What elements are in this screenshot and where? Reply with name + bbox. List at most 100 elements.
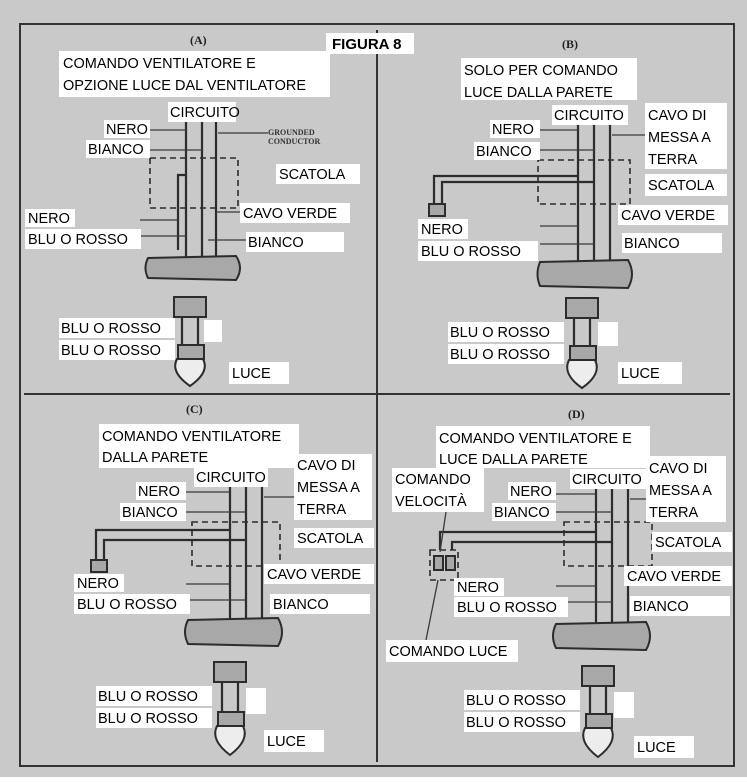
panel-a-caption-line1: COMANDO VENTILATORE E (63, 56, 256, 72)
panel-b-label-nero: NERO (492, 122, 534, 138)
figure-title-bg (326, 33, 414, 54)
panel-a-label-bg (168, 102, 236, 122)
panel-d-label-bg (630, 596, 730, 616)
panel-d-label-bg (646, 456, 726, 522)
panel-a-label-bg (59, 340, 175, 360)
panel-d-label-comando-line2: VELOCITÀ (395, 493, 467, 510)
panel-d-label-bg (492, 503, 556, 521)
panel-d-tag (614, 692, 634, 718)
panel-a-label-bg (25, 209, 75, 227)
panel-a-label-bg (86, 140, 150, 158)
panel-a-letter: (A) (190, 33, 207, 47)
panel-a-label-bg (229, 362, 289, 384)
panel-a: (A) COMANDO VENTILATORE E OPZIONE LUCE D… (25, 33, 360, 388)
panel-b-socket (569, 345, 597, 361)
panel-a-bulb (174, 358, 206, 388)
panel-d-label-bg (570, 469, 646, 489)
panel-c-label-scatola: SCATOLA (297, 531, 364, 547)
panel-c-label-circuito: CIRCUITO (196, 470, 266, 486)
panel-d-light-switch (445, 555, 456, 571)
panel-a-tag (204, 320, 222, 342)
outer-frame (19, 23, 735, 767)
panel-c-letter: (C) (186, 402, 203, 416)
panel-b-wire (440, 180, 594, 204)
panel-b-label-luce: LUCE (621, 366, 660, 382)
panel-b-label-bg (418, 219, 468, 239)
panel-c-junction-box (191, 521, 281, 567)
panel-d-label-cavo-di: CAVO DI (649, 461, 708, 477)
panel-d-label-light-2: BLU O ROSSO (466, 715, 566, 731)
panel-c-label-bg (294, 454, 372, 520)
panel-b-label-cavo-verde: CAVO VERDE (621, 208, 715, 224)
panel-d-junction-box (563, 521, 653, 567)
panel-d-label-nero-2: NERO (457, 580, 499, 596)
panel-b-label-bg (418, 241, 538, 261)
panel-b-label-bg (618, 205, 728, 225)
panel-a-label-circuito: CIRCUITO (170, 105, 240, 121)
panel-d-label-luce: LUCE (637, 740, 676, 756)
panel-c-caption-line1: COMANDO VENTILATORE (102, 429, 281, 445)
panel-b-label-blu-o-rosso: BLU O ROSSO (421, 244, 521, 260)
panel-d-label-cavo-verde: CAVO VERDE (627, 569, 721, 585)
panel-d-label-bg (464, 690, 580, 710)
panel-c-label-bg (194, 467, 268, 487)
panel-d-label-bg (652, 532, 732, 552)
panel-d-label-scatola: SCATOLA (655, 535, 722, 551)
panel-d-caption-line1: COMANDO VENTILATORE E (439, 431, 632, 447)
panel-d-label-bg (464, 712, 580, 732)
panel-a-label-nero-2: NERO (28, 211, 70, 227)
panel-b-label-bg (448, 322, 564, 342)
panel-a-label-bianco-2: BIANCO (248, 235, 304, 251)
panel-d: (D) COMANDO VENTILATORE E LUCE DALLA PAR… (386, 407, 732, 759)
panel-c-caption-line2: DALLA PARETE (102, 450, 208, 466)
panel-c-switch-loop (94, 528, 230, 560)
panel-b-label-bianco: BIANCO (476, 144, 532, 160)
panel-b-wall-switch (428, 203, 446, 217)
panel-d-label-circuito: CIRCUITO (572, 472, 642, 488)
panel-d-switch-loop (438, 530, 596, 550)
panel-d-label-messa-a: MESSA A (649, 483, 712, 499)
panel-a-label-bg (59, 318, 175, 338)
panel-d-label-bg (508, 482, 556, 500)
panel-d-label-light-1: BLU O ROSSO (466, 693, 566, 709)
panel-b-label-light-1: BLU O ROSSO (450, 325, 550, 341)
panel-c-label-messa-a: MESSA A (297, 480, 360, 496)
panel-d-pointer (425, 579, 439, 641)
panel-c-label-bg (96, 686, 212, 706)
panel-d-socket (585, 713, 613, 729)
panel-d-switch-box (429, 549, 459, 581)
panel-a-label-bg (240, 203, 350, 223)
panel-a-caption-bg (59, 51, 330, 97)
panel-c-fan-motor (184, 616, 283, 648)
panel-b-label-bg (552, 105, 628, 125)
panel-d-label-bianco-2: BIANCO (633, 599, 689, 615)
panel-b-label-nero-2: NERO (421, 222, 463, 238)
panel-b-letter: (B) (562, 37, 578, 51)
panel-c-label-bg (136, 482, 186, 500)
panel-b-fan-motor (536, 258, 633, 290)
panel-a-label-bg (104, 120, 150, 138)
panel-b-label-scatola: SCATOLA (648, 178, 715, 194)
panel-d-label-bg (454, 597, 568, 617)
panel-d-label-comando-luce: COMANDO LUCE (389, 644, 508, 660)
panel-c-label-bg (270, 594, 370, 614)
panel-a-label-luce: LUCE (232, 366, 271, 382)
panel-a-label-bianco: BIANCO (88, 142, 144, 158)
panel-d-label-bg (392, 468, 484, 512)
panel-b-label-light-2: BLU O ROSSO (450, 347, 550, 363)
panel-d-speed-switch (433, 555, 444, 571)
panel-c-light-kit (213, 661, 247, 683)
panel-c-label-bianco: BIANCO (122, 505, 178, 521)
panel-b-label-circuito: CIRCUITO (554, 108, 624, 124)
panel-b-tag (598, 322, 618, 346)
panel-d-light-kit (581, 665, 615, 687)
panel-a-caption-line2: OPZIONE LUCE DAL VENTILATORE (63, 78, 306, 94)
panel-c-wall-switch (90, 559, 108, 573)
panel-b-caption-line1: SOLO PER COMANDO (464, 63, 618, 79)
panel-d-label-terra: TERRA (649, 505, 698, 521)
panel-c-label-light-2: BLU O ROSSO (98, 711, 198, 727)
panel-c-socket (217, 711, 245, 727)
panel-b-caption-bg (461, 58, 637, 100)
panel-d-label-blu-o-rosso: BLU O ROSSO (457, 600, 557, 616)
panel-a-label-nero: NERO (106, 122, 148, 138)
